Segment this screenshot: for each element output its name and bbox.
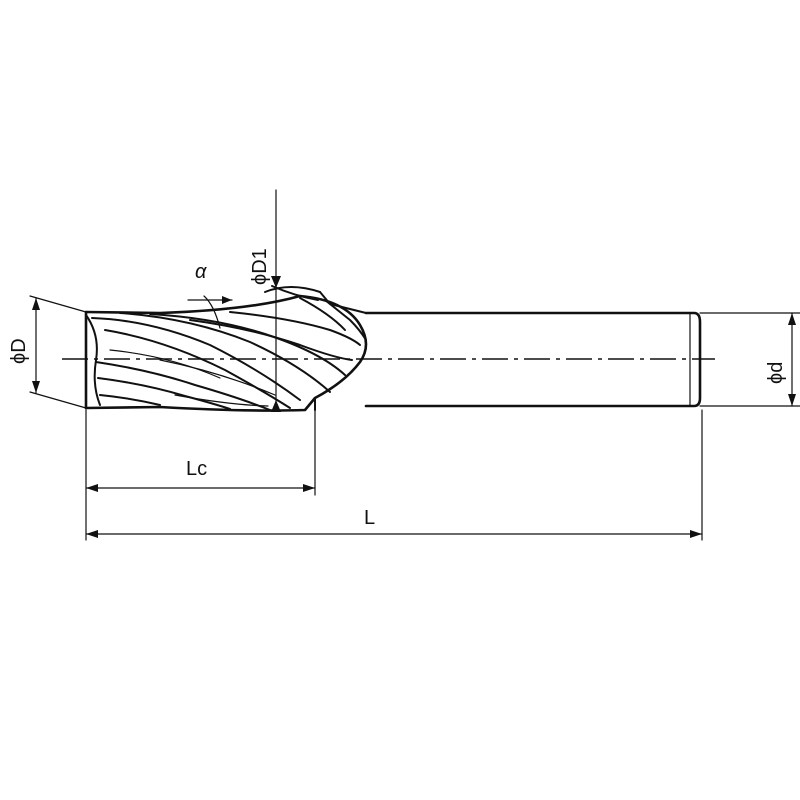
label-alpha: α [195, 261, 207, 283]
label-phi-D1: ϕD1 [249, 248, 271, 285]
dim-phi-d: ϕd [699, 312, 800, 407]
dim-L: L [85, 409, 703, 541]
dim-Lc: Lc [85, 409, 316, 541]
label-L: L [364, 507, 375, 529]
dim-phi-D1: ϕD1 [249, 189, 281, 412]
label-phi-d: ϕd [765, 362, 787, 384]
dim-phi-D: ϕD [8, 295, 87, 409]
shank [319, 291, 702, 408]
cutting-body [84, 285, 368, 412]
label-Lc: Lc [186, 458, 207, 480]
dim-alpha: α [187, 261, 233, 329]
label-phi-D: ϕD [8, 338, 30, 364]
